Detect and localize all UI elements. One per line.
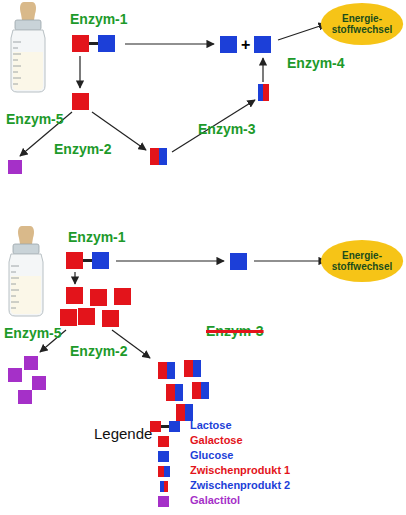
legend-text: Zwischenprodukt 2: [190, 479, 290, 492]
enzyme-label: Enzym-5: [4, 326, 62, 341]
legend-swatch: [158, 451, 169, 462]
enzyme-label: Enzym-1: [70, 12, 128, 27]
node-text: Energie- stoffwechsel: [331, 250, 393, 273]
enzyme-label: Enzym-2: [54, 142, 112, 157]
legend-title: Legende: [94, 426, 152, 443]
enzyme-label: Enzym-4: [287, 56, 345, 71]
legend-text: Lactose: [190, 419, 232, 432]
node-text: Energie- stoffwechsel: [331, 13, 393, 36]
legend-text: Zwischenprodukt 1: [190, 464, 290, 477]
legend-swatch: [158, 436, 169, 447]
enzyme-label: Enzym-2: [70, 344, 128, 359]
legend-text: Galactitol: [190, 494, 240, 507]
legend-symbol: [150, 465, 184, 478]
legend-symbol: [150, 420, 184, 433]
enzyme-label: Enzym-3: [198, 122, 256, 137]
legend-symbol: [150, 480, 184, 493]
legend-text: Galactose: [190, 434, 243, 447]
enzyme-label: Enzym-3: [206, 324, 264, 339]
legend-swatch: [158, 496, 169, 507]
plus-sign: +: [241, 36, 250, 54]
legend-text: Glucose: [190, 449, 233, 462]
metabolism-ellipse: Energie- stoffwechsel: [320, 2, 404, 46]
metabolism-ellipse: Energie- stoffwechsel: [320, 239, 404, 283]
enzyme-label: Enzym-1: [68, 230, 126, 245]
enzyme-label: Enzym-5: [6, 112, 64, 127]
